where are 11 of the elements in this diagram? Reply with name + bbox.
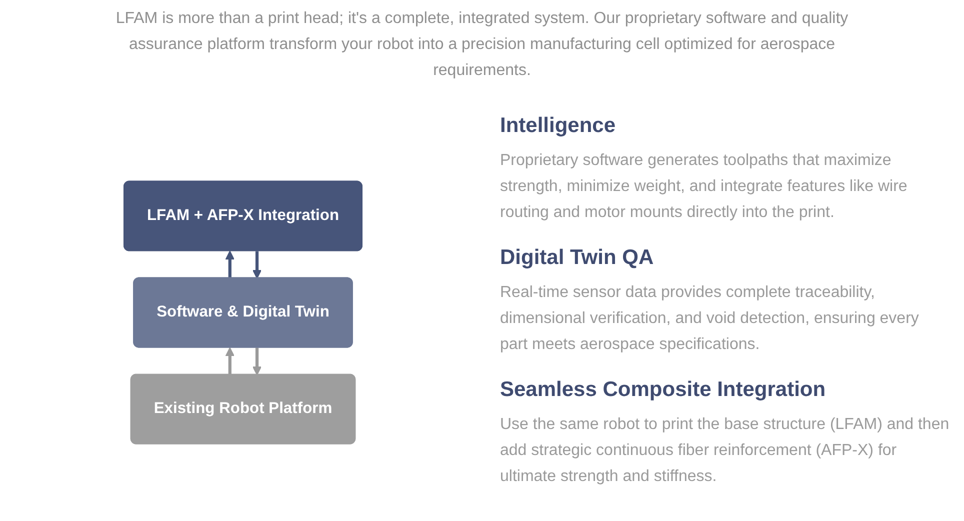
section-heading: Digital Twin QA xyxy=(500,245,655,271)
section-text: Proprietary software generates toolpaths that maximize strength, minimize weight, and integrate features like wire routing and motor mounts directly into the print. xyxy=(500,151,908,223)
section-heading: Seamless Composite Integration xyxy=(500,377,827,403)
section-text: Use the same robot to print the base structure (LFAM) and then add strategic continuous fiber reinforcement (AFP-X) for ultimate strength and stiffness. xyxy=(500,415,950,487)
section-text: Real-time sensor data provides complete traceability, dimensional verification, and void detection, ensuring every part meets aerospace specifications. xyxy=(500,283,920,355)
intro-paragraph: LFAM is more than a print head; it's a complete, integrated system. Our proprietary software and quality assurance platform transform your robot into a precision manufacturing cell optimized for aerospace requirements. xyxy=(114,9,850,81)
arrow xyxy=(252,251,262,279)
arrow xyxy=(225,347,234,375)
arrow xyxy=(252,348,262,376)
arrow xyxy=(225,250,234,278)
section-heading: Intelligence xyxy=(500,113,617,139)
